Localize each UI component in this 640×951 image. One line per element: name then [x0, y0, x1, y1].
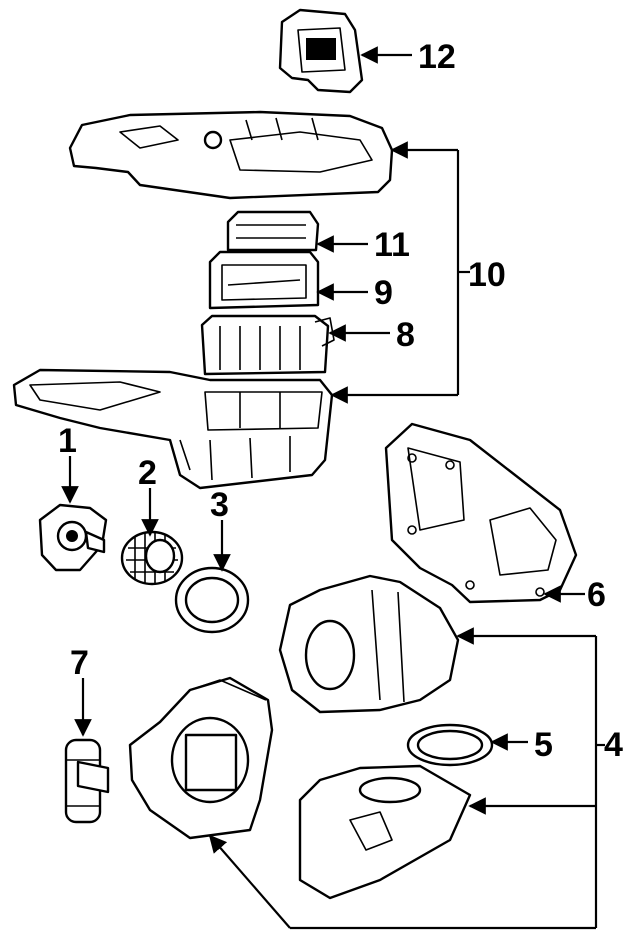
callout-4: 4 — [604, 726, 623, 764]
part-8-core — [200, 314, 335, 376]
part-12-seal — [278, 8, 364, 94]
callout-7: 7 — [70, 644, 89, 682]
leader-lines — [61, 46, 605, 930]
part-7-resistor — [64, 738, 110, 824]
part-2-blower-wheel — [120, 530, 184, 586]
callout-12: 12 — [418, 38, 456, 76]
part-9-frame — [208, 250, 320, 310]
part-6-gasket — [384, 422, 578, 604]
part-4-housing-upper — [278, 574, 460, 714]
callout-2: 2 — [138, 454, 157, 492]
callout-labels: 12 10 11 9 8 1 2 3 6 7 5 4 — [58, 38, 623, 764]
part-5-seal-ring — [406, 723, 494, 767]
part-11-filter — [226, 210, 320, 252]
callout-6: 6 — [587, 576, 606, 614]
part-4-blower-housing — [128, 676, 274, 840]
part-4-housing-lower — [298, 764, 472, 900]
callout-1: 1 — [58, 422, 77, 460]
callout-11: 11 — [374, 226, 410, 264]
callout-8: 8 — [396, 316, 415, 354]
part-3-ring — [174, 566, 250, 634]
part-10-lower-case — [12, 368, 334, 490]
callout-9: 9 — [374, 274, 393, 312]
callout-5: 5 — [534, 726, 553, 764]
callout-3: 3 — [210, 486, 229, 524]
part-1-blower-motor — [38, 503, 108, 572]
callout-10: 10 — [468, 256, 506, 294]
part-10-upper-case — [68, 110, 394, 200]
